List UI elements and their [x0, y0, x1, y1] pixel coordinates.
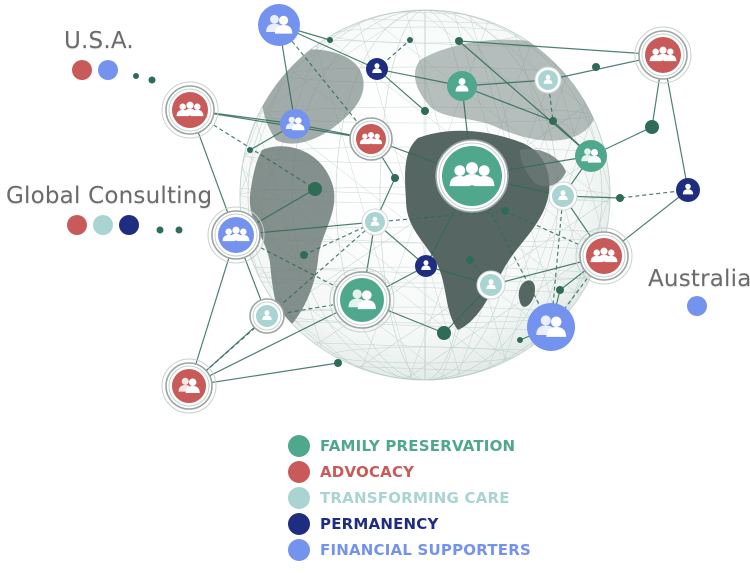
legend-swatch: [288, 461, 310, 483]
transforming-care-node: [548, 181, 578, 211]
advocacy-node: [634, 26, 692, 84]
transforming-care-node: [534, 66, 562, 94]
junction-dot: [645, 120, 659, 134]
legend-swatch: [288, 487, 310, 509]
dashed-connection-line: [550, 195, 564, 328]
dashed-connection-line: [278, 24, 372, 140]
dashed-connection-line: [619, 189, 689, 199]
legend-label: FINANCIAL SUPPORTERS: [320, 541, 531, 559]
transforming-care-node: [476, 270, 506, 300]
usa-financial-supporters-dot: [98, 60, 118, 80]
arabia-landmass: [520, 149, 566, 187]
connection-line: [188, 362, 339, 387]
junction-dot: [421, 107, 429, 115]
junction-dot: [327, 37, 333, 43]
legend-item-advocacy: ADVOCACY: [288, 459, 531, 485]
trail-dot: [175, 226, 183, 234]
legend-swatch: [288, 539, 310, 561]
region-label-global-consulting: Global Consulting: [6, 183, 213, 209]
financial-supporters-node: [258, 4, 300, 46]
junction-dot: [616, 194, 624, 202]
dashed-connection-line: [374, 210, 506, 223]
legend-swatch: [288, 513, 310, 535]
junction-dot: [391, 174, 399, 182]
financial-supporters-node: [280, 109, 310, 139]
transforming-care-node: [249, 298, 285, 334]
dashed-connection-line: [469, 259, 492, 286]
eurasia-landmass: [414, 39, 604, 141]
advocacy-node: [161, 358, 217, 414]
junction-dot: [549, 117, 557, 125]
usa-advocacy-dot: [72, 60, 92, 80]
junction-dot: [437, 326, 451, 340]
advocacy-node: [575, 227, 633, 285]
region-dots: [67, 60, 707, 316]
junction-dot: [308, 182, 322, 196]
permanency-node: [676, 178, 700, 202]
junction-dot: [455, 37, 463, 45]
junction-dot: [300, 251, 308, 259]
trail-dot: [133, 73, 139, 79]
madagascar-landmass: [518, 280, 536, 307]
legend: FAMILY PRESERVATION ADVOCACY TRANSFORMIN…: [288, 433, 531, 563]
connection-line: [458, 40, 592, 157]
family-preservation-node: [329, 267, 395, 333]
legend-label: PERMANENCY: [320, 515, 439, 533]
advocacy-node: [161, 81, 219, 139]
dashed-connection-line: [188, 221, 376, 387]
global-advocacy-dot: [67, 215, 87, 235]
junction-dot: [556, 286, 564, 294]
permanency-node: [415, 255, 437, 277]
global-permanency-dot: [119, 215, 139, 235]
legend-swatch: [288, 435, 310, 457]
advocacy-node: [349, 117, 393, 161]
family-preservation-node: [575, 140, 607, 172]
junction-dot: [501, 207, 509, 215]
junction-dot: [247, 147, 253, 153]
trail-dot: [156, 226, 164, 234]
region-label-australia: Australia: [648, 266, 750, 292]
financial-supporters-node: [207, 206, 265, 264]
financial-supporters-node: [527, 303, 575, 351]
legend-item-family-preservation: FAMILY PRESERVATION: [288, 433, 531, 459]
global-transforming-care-dot: [93, 215, 113, 235]
region-label-usa: U.S.A.: [64, 28, 134, 54]
legend-item-permanency: PERMANENCY: [288, 511, 531, 537]
legend-label: TRANSFORMING CARE: [320, 489, 510, 507]
family-preservation-node: [447, 71, 477, 101]
junction-dot: [517, 337, 523, 343]
legend-item-financial-supporters: FINANCIAL SUPPORTERS: [288, 537, 531, 563]
connection-line: [461, 85, 554, 122]
connection-line: [188, 234, 237, 387]
junction-dot: [592, 63, 600, 71]
junction-dot: [466, 256, 474, 264]
permanency-node: [366, 58, 388, 80]
trail-dot: [148, 76, 156, 84]
junction-dot: [334, 359, 342, 367]
junction-dot: [407, 37, 413, 43]
transforming-care-node: [361, 208, 389, 236]
australia-financial-supporters-dot: [687, 296, 707, 316]
family-preservation-node: [435, 139, 509, 213]
network-nodes: [161, 4, 700, 414]
connection-line: [458, 40, 664, 56]
legend-label: ADVOCACY: [320, 463, 415, 481]
legend-label: FAMILY PRESERVATION: [320, 437, 516, 455]
legend-item-transforming-care: TRANSFORMING CARE: [288, 485, 531, 511]
